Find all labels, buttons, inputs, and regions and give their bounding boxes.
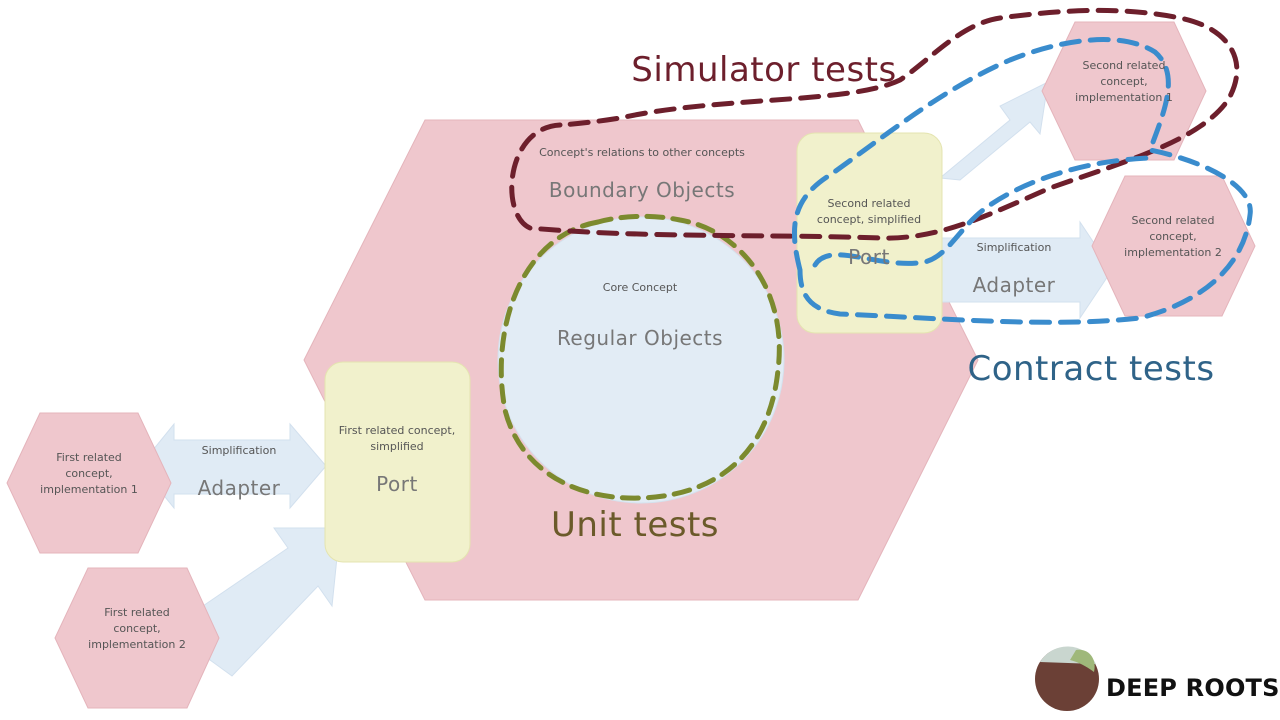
unit-tests-boundary xyxy=(498,213,782,501)
core-caption: Core Concept xyxy=(602,281,678,294)
core-circle xyxy=(497,216,785,504)
first-implementation-1-label: First related concept, implementation 1 xyxy=(40,451,138,496)
first-implementation-2-hexagon xyxy=(54,567,220,709)
adapter-second-title: Adapter xyxy=(972,273,1056,297)
port-second-caption: Second related concept, simplified xyxy=(816,197,922,226)
arrow-from-first-implementation-2 xyxy=(199,527,341,677)
port-first-title: Port xyxy=(376,472,418,496)
second-implementation-2-label: Second related concept, implementation 2 xyxy=(1124,214,1222,259)
second-implementation-1-label: Second related concept, implementation 1 xyxy=(1075,59,1173,104)
adapter-first-caption: Simplification xyxy=(201,444,277,457)
port-second-box xyxy=(796,132,943,334)
adapter-first-title: Adapter xyxy=(197,476,281,500)
contract-tests-inner-loop xyxy=(812,155,1153,268)
core-title: Regular Objects xyxy=(556,326,724,350)
port-first-caption: First related concept, simplified xyxy=(338,424,456,453)
simulator-tests-label: Simulator tests xyxy=(631,50,897,90)
simulator-tests-boundary xyxy=(509,7,1240,241)
adapter-second-caption: Simplification xyxy=(976,241,1052,254)
boundary-caption: Concept's relations to other concepts xyxy=(539,146,745,159)
deep-roots-logo-foliage xyxy=(1070,649,1095,672)
adapter-arrow-second xyxy=(939,220,1113,320)
arrow-to-second-implementation-1 xyxy=(938,81,1049,181)
port-second-title: Port xyxy=(848,245,890,269)
port-first-box xyxy=(324,361,471,563)
first-implementation-1-hexagon xyxy=(6,412,172,554)
boundary-title: Boundary Objects xyxy=(548,178,736,202)
first-implementation-2-label: First related concept, implementation 2 xyxy=(88,606,186,651)
second-implementation-1-hexagon xyxy=(1041,21,1207,161)
contract-tests-boundary xyxy=(792,37,1253,325)
contract-tests-label: Contract tests xyxy=(967,349,1215,389)
unit-tests-label: Unit tests xyxy=(550,505,720,545)
deep-roots-logo-text: DEEP ROOTS xyxy=(1106,674,1280,702)
